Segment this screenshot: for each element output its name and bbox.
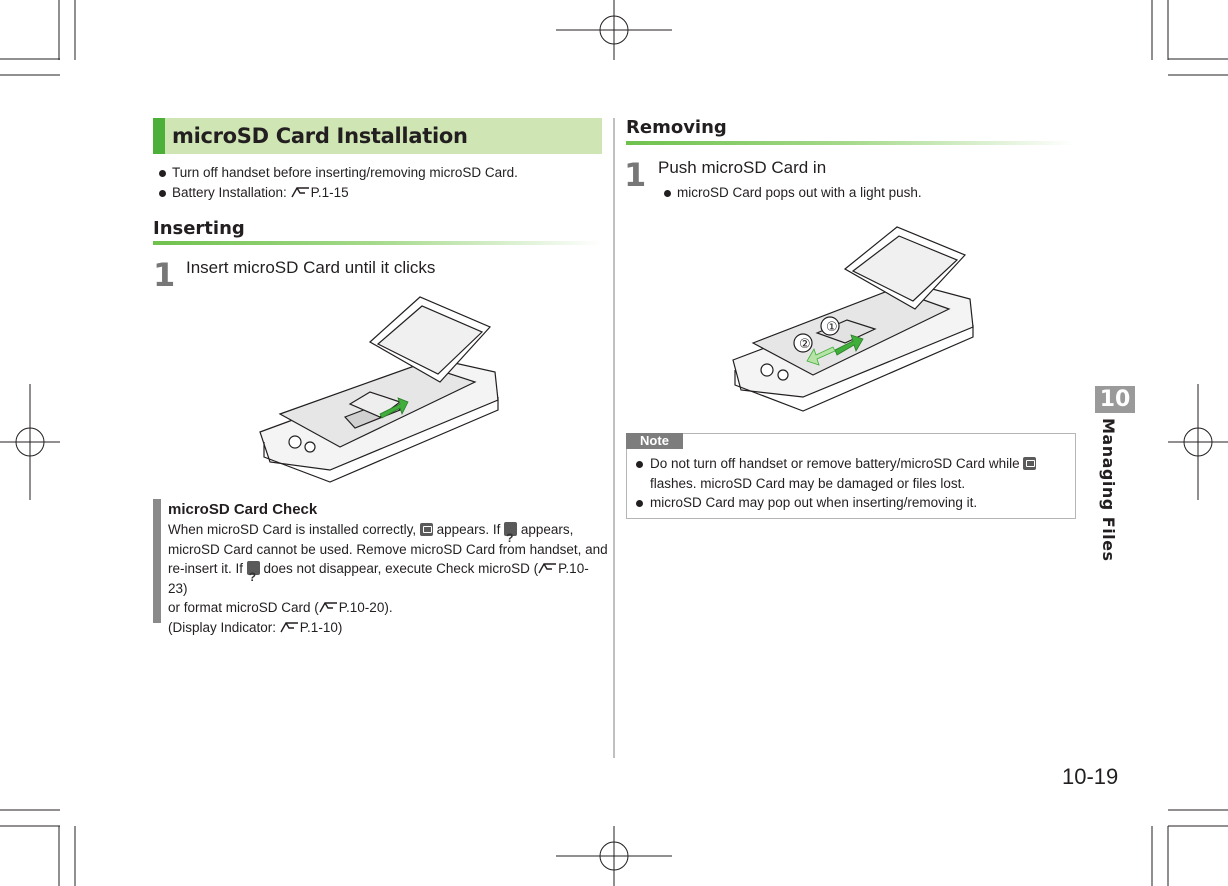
inserting-step-number: 1 [153, 256, 176, 294]
removing-step-number: 1 [624, 156, 647, 194]
reference-hand-icon [280, 621, 298, 632]
removing-illustration: ① ② [732, 226, 974, 412]
removing-step-text: Push microSD Card in [658, 158, 827, 177]
bullet-dot [664, 190, 671, 197]
check-text: does not disappear, execute Check microS… [259, 561, 539, 576]
reference-hand-icon [319, 602, 337, 613]
reference-hand-icon [538, 563, 557, 574]
check-line-3: re-insert it. If does not disappear, exe… [168, 559, 608, 598]
note-bullet-2: microSD Card may pop out when inserting/… [650, 495, 978, 510]
note-bullet-1: Do not turn off handset or remove batter… [650, 455, 1037, 473]
note-text: Do not turn off handset or remove batter… [650, 456, 1024, 471]
check-text: (Display Indicator: [168, 619, 280, 635]
removing-bullet: microSD Card pops out with a light push. [677, 185, 922, 200]
removing-underline [626, 141, 1075, 145]
figure-label-2: ② [799, 337, 811, 352]
section-heading-accent [153, 118, 165, 154]
inserting-underline [153, 241, 602, 245]
bullet-dot [159, 190, 166, 197]
sd-card-icon [419, 523, 433, 536]
bullet-dot [636, 500, 643, 507]
figure-label-1: ① [826, 320, 838, 335]
column-divider [613, 118, 615, 758]
check-line-2: microSD Card cannot be used. Remove micr… [168, 541, 608, 557]
section-title: microSD Card Installation [172, 124, 468, 148]
section-heading-bar [153, 118, 602, 154]
bullet-2-text: Battery Installation: [172, 185, 291, 200]
sd-card-error-icon [246, 561, 260, 588]
note-bullet-1-cont: flashes. microSD Card may be damaged or … [650, 476, 966, 491]
check-text: re-insert it. If [168, 561, 247, 576]
check-title: microSD Card Check [168, 501, 318, 518]
sd-card-icon [1023, 457, 1037, 470]
check-text: appears. If [432, 522, 505, 537]
check-ref-link[interactable]: P.10-23) [168, 561, 589, 596]
check-text: appears, [517, 522, 574, 537]
note-box [626, 433, 1076, 519]
inserting-step-text: Insert microSD Card until it clicks [186, 258, 436, 277]
bullet-2-ref[interactable]: P.1-15 [310, 185, 349, 200]
bullet-dot [636, 461, 643, 468]
inserting-title: Inserting [153, 218, 245, 239]
check-ref-link[interactable]: P.1-10) [299, 619, 343, 635]
check-sidebar-bar [153, 499, 161, 623]
chapter-label: Managing Files [1099, 418, 1118, 562]
check-ref-link[interactable]: P.10-20). [338, 600, 393, 615]
reference-hand-icon [290, 187, 309, 198]
check-body: When microSD Card is installed correctly… [168, 520, 608, 637]
removing-title: Removing [626, 117, 727, 138]
intro-bullet-1: Turn off handset before inserting/removi… [172, 165, 518, 180]
chapter-tab[interactable]: 10 [1095, 386, 1135, 413]
check-text: When microSD Card is installed correctly… [168, 522, 420, 537]
page-number: 10-19 [1062, 764, 1119, 789]
check-line-5: (Display Indicator: P.1-10) [168, 618, 608, 638]
sd-card-error-icon [504, 522, 518, 549]
inserting-illustration [259, 296, 499, 483]
bullet-dot [159, 170, 166, 177]
intro-bullet-2: Battery Installation: P.1-15 [172, 184, 349, 202]
note-tab: Note [626, 433, 683, 449]
check-line-4: or format microSD Card ( P.10-20). [168, 598, 608, 618]
check-line-1: When microSD Card is installed correctly… [168, 520, 608, 549]
check-text: or format microSD Card ( [168, 600, 319, 615]
